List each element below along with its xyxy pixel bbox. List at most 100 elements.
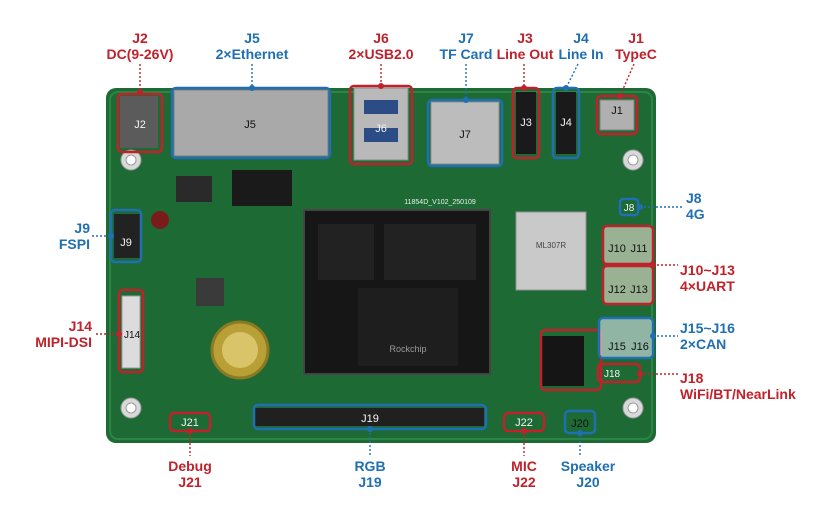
label-j3-id: J3 <box>517 30 533 46</box>
label-j8-name: 4G <box>686 206 705 222</box>
box-label-j3: J3 <box>520 117 532 129</box>
box-label-j2: J2 <box>134 119 146 131</box>
leader-dots <box>108 83 656 436</box>
label-j10-j13: J10~J13 4×UART <box>680 262 735 294</box>
fspi-header-pins <box>114 214 140 258</box>
usb-port-bottom <box>364 128 398 142</box>
capacitor <box>151 211 169 229</box>
label-j6-name: 2×USB2.0 <box>348 46 414 62</box>
label-j5-id: J5 <box>244 30 260 46</box>
box-labels: J2 J5 J6 J7 J3 J4 J1 J8 J9 J10 J11 J12 J… <box>120 105 649 430</box>
label-j5: J5 2×Ethernet <box>216 30 289 62</box>
label-j4-id: J4 <box>573 30 589 46</box>
typec-port <box>599 99 635 131</box>
label-j22-id: J22 <box>512 474 536 490</box>
label-j6: J6 2×USB2.0 <box>349 30 414 62</box>
memory-chip-1 <box>318 224 374 280</box>
ethernet-phy <box>176 176 212 202</box>
label-j9-id: J9 <box>74 220 90 236</box>
box-label-j20: J20 <box>571 418 589 430</box>
red-highlights <box>116 84 655 433</box>
label-j15-j16-id: J15~J16 <box>680 320 735 336</box>
label-j2-id: J2 <box>132 30 148 46</box>
box-label-j5: J5 <box>244 119 256 131</box>
label-j2: J2 DC(9-26V) <box>107 30 174 62</box>
label-j19: RGB J19 <box>354 458 385 490</box>
box-label-j15: J15 <box>608 341 626 353</box>
inductor <box>196 278 224 306</box>
box-label-j14: J14 <box>124 330 141 341</box>
wifi-module <box>540 336 584 386</box>
label-j4: J4 Line In <box>558 30 603 62</box>
box-label-j18: J18 <box>604 369 621 380</box>
label-j6-id: J6 <box>373 30 389 46</box>
label-j21-name: Debug <box>168 458 212 474</box>
label-j15-j16: J15~J16 2×CAN <box>680 320 735 352</box>
label-j18-id: J18 <box>680 370 704 386</box>
box-label-j11: J11 <box>631 243 648 255</box>
label-j14-id: J14 <box>68 318 92 334</box>
4g-module <box>515 211 587 291</box>
label-j21: Debug J21 <box>168 458 212 490</box>
box-label-j9: J9 <box>120 237 132 249</box>
box-label-j4: J4 <box>560 117 572 129</box>
ethernet-jacks <box>173 89 329 157</box>
silk-code: 11854D_V102_250109 <box>404 199 476 206</box>
label-j19-name: RGB <box>354 458 386 474</box>
ethernet-transformer <box>232 170 292 206</box>
label-j8-id: J8 <box>686 190 702 206</box>
box-label-j22: J22 <box>515 417 533 429</box>
soc-chip <box>358 288 458 366</box>
usb-port-top <box>364 100 398 114</box>
label-j3-name: Line Out <box>496 46 554 62</box>
mipi-dsi-connector <box>121 295 141 369</box>
line-out-jack <box>516 92 536 154</box>
label-j18: J18 WiFi/BT/NearLink <box>680 370 796 402</box>
label-j18-name: WiFi/BT/NearLink <box>680 386 796 402</box>
box-label-j10: J10 <box>608 243 626 255</box>
label-j5-name: 2×Ethernet <box>215 46 289 62</box>
line-in-jack <box>556 92 576 154</box>
label-j22: MIC J22 <box>511 458 537 490</box>
label-j2-name: DC(9-26V) <box>106 46 174 62</box>
soc-brand: Rockchip <box>389 344 426 354</box>
dc-jack <box>120 96 158 148</box>
label-j9: J9 FSPI <box>48 220 90 252</box>
label-j15-j16-name: 2×CAN <box>680 336 727 352</box>
mounting-holes <box>120 149 644 419</box>
box-label-j19: J19 <box>361 413 379 425</box>
box-label-j12: J12 <box>608 284 626 296</box>
box-label-j6: J6 <box>375 123 387 135</box>
label-j1: J1 TypeC <box>615 30 657 62</box>
label-j9-name: FSPI <box>58 236 90 252</box>
box-label-j13: J13 <box>630 284 648 296</box>
label-j7-id: J7 <box>458 30 474 46</box>
label-j1-name: TypeC <box>615 46 657 62</box>
blue-highlights <box>109 86 655 435</box>
4g-module-code: ML307R <box>536 241 566 250</box>
rtc-battery <box>222 332 258 368</box>
box-label-j21: J21 <box>181 417 199 429</box>
memory-chip-2 <box>384 224 476 280</box>
box-label-j8: J8 <box>624 203 635 214</box>
leader-lines <box>92 63 684 456</box>
label-j10-j13-name: 4×UART <box>680 278 735 294</box>
label-j7-name: TF Card <box>439 46 493 62</box>
label-j10-j13-id: J10~J13 <box>680 262 735 278</box>
label-j20-id: J20 <box>576 474 600 490</box>
label-j7: J7 TF Card <box>440 30 493 62</box>
box-label-j7: J7 <box>459 129 471 141</box>
rgb-header-pins <box>254 408 484 426</box>
label-j21-id: J21 <box>178 474 202 490</box>
label-j20: Speaker J20 <box>561 458 615 490</box>
box-label-j16: J16 <box>631 341 649 353</box>
label-j8: J8 4G <box>686 190 705 222</box>
label-j3: J3 Line Out <box>497 30 554 62</box>
label-j19-id: J19 <box>358 474 382 490</box>
box-label-j1: J1 <box>611 105 623 117</box>
label-j14: J14 MIPI-DSI <box>10 318 92 350</box>
label-j1-id: J1 <box>628 30 644 46</box>
label-j4-name: Line In <box>558 46 604 62</box>
